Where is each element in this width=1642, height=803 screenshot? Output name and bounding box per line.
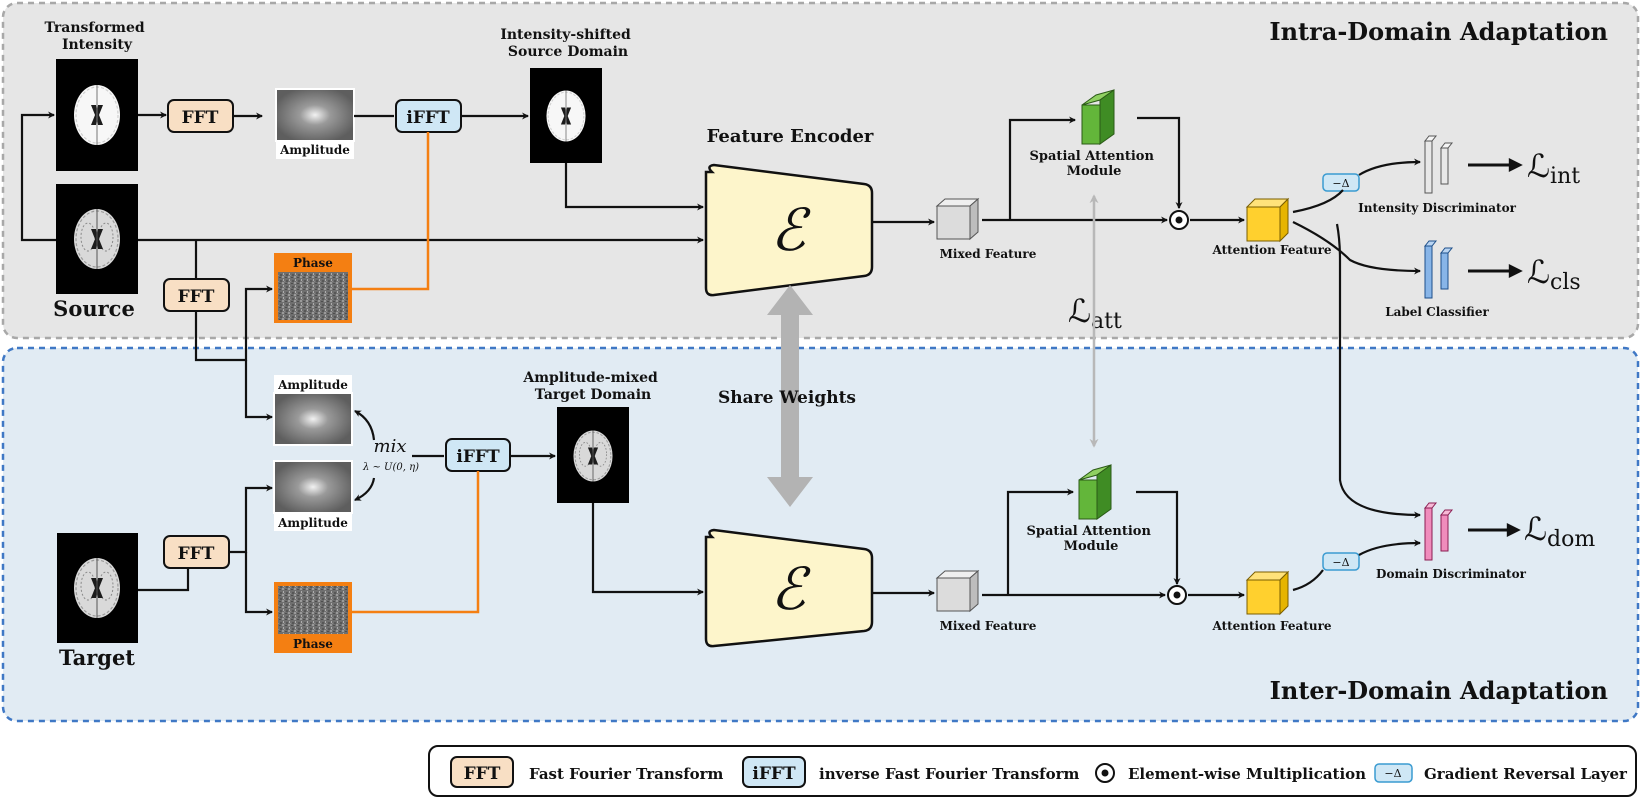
attention-feature-cube-intra (1245, 197, 1290, 243)
intra-domain-title: Intra-Domain Adaptation (1269, 17, 1608, 46)
phase-map-target: Phase (274, 582, 352, 653)
elementwise-multiply-inter (1167, 585, 1187, 605)
inter-domain-panel (1, 346, 1640, 723)
attention-feature-label-inter: Attention Feature (1211, 619, 1331, 633)
target-image (57, 533, 138, 643)
svg-text:iFFT: iFFT (406, 108, 450, 128)
share-weights-label: Share Weights (718, 388, 856, 408)
feature-encoder-label: Feature Encoder (707, 126, 874, 147)
svg-text:Fast Fourier Transform: Fast Fourier Transform (529, 765, 724, 783)
ifft-box-inter: iFFT (445, 438, 511, 472)
spatial-attention-label-intra: Spatial Attention Module (1030, 149, 1159, 179)
spatial-attention-module-intra (1081, 89, 1115, 145)
source-image (56, 184, 138, 294)
svg-text:−Δ: −Δ (1384, 767, 1401, 780)
legend-fft: FFT Fast Fourier Transform (450, 756, 724, 788)
svg-text:Phase: Phase (293, 637, 333, 651)
svg-text:inverse Fast Fourier Transform: inverse Fast Fourier Transform (819, 765, 1080, 783)
target-label: Target (59, 645, 135, 670)
svg-text:Phase: Phase (293, 256, 333, 270)
svg-text:ℰ: ℰ (770, 196, 811, 264)
svg-text:Element-wise Multiplication: Element-wise Multiplication (1128, 765, 1366, 783)
fft-box-target: FFT (163, 535, 230, 569)
phase-connectors (352, 132, 480, 614)
phase-map-source: Phase (274, 253, 352, 323)
spatial-attention-label-inter: Spatial Attention Module (1027, 524, 1156, 554)
legend-ifft: iFFT inverse Fast Fourier Transform (742, 756, 1080, 788)
gradient-reversal-layer-inter: −Δ (1322, 552, 1360, 571)
svg-text:Amplitude: Amplitude (279, 143, 350, 157)
loss-int: ℒint (1527, 147, 1580, 189)
amplitude-map-source: Amplitude (273, 375, 353, 446)
domain-discriminator-label: Domain Discriminator (1376, 567, 1527, 581)
mix-operation: mix (374, 436, 407, 457)
elementwise-multiply-intra (1169, 210, 1189, 230)
share-weights-arrow (767, 285, 813, 507)
svg-text:iFFT: iFFT (456, 447, 500, 467)
svg-text:−Δ: −Δ (1332, 556, 1349, 569)
legend-grl: −Δ Gradient Reversal Layer (1374, 763, 1628, 783)
svg-text:FFT: FFT (178, 287, 215, 307)
transformed-intensity-label: Transformed Intensity (44, 20, 149, 53)
mixed-feature-label-intra: Mixed Feature (940, 247, 1037, 261)
svg-text:FFT: FFT (464, 764, 501, 784)
feature-encoder-inter: ℰ (704, 528, 874, 648)
feature-encoder-intra: ℰ (704, 163, 874, 297)
mixed-feature-cube-intra (935, 197, 980, 241)
legend-multiply: Element-wise Multiplication (1095, 763, 1366, 783)
mix-lambda-distribution: λ ~ U(0, η) (362, 462, 419, 473)
intra-domain-panel (1, 1, 1640, 340)
loss-dom: ℒdom (1524, 510, 1595, 552)
inter-domain-title: Inter-Domain Adaptation (1270, 676, 1608, 705)
label-classifier-block (1423, 240, 1454, 299)
svg-text:Amplitude: Amplitude (277, 516, 348, 530)
loss-cls: ℒcls (1527, 253, 1581, 295)
gradient-reversal-layer-intra: −Δ (1322, 173, 1360, 192)
amplitude-map-target: Amplitude (273, 460, 353, 531)
ifft-box-intra: iFFT (395, 99, 462, 133)
intensity-discriminator-block (1423, 135, 1454, 194)
fft-box-source-transformed: FFT (167, 99, 234, 133)
mixed-feature-label-inter: Mixed Feature (940, 619, 1037, 633)
source-label: Source (53, 296, 135, 321)
svg-text:FFT: FFT (178, 544, 215, 564)
svg-text:ℰ: ℰ (770, 555, 811, 623)
amplitude-mixed-label: Amplitude-mixed Target Domain (522, 370, 662, 403)
svg-text:Gradient Reversal Layer: Gradient Reversal Layer (1424, 765, 1628, 783)
intensity-shifted-image (530, 68, 602, 163)
intensity-shifted-label: Intensity-shifted Source Domain (500, 27, 635, 60)
fft-box-source: FFT (163, 278, 230, 312)
attention-feature-label-intra: Attention Feature (1211, 243, 1331, 257)
amplitude-mixed-target-image (557, 407, 629, 503)
mixed-feature-cube-inter (935, 569, 980, 613)
amplitude-map-intra: Amplitude (275, 88, 355, 159)
svg-text:iFFT: iFFT (752, 764, 796, 784)
svg-text:FFT: FFT (182, 108, 219, 128)
label-classifier-label: Label Classifier (1385, 305, 1489, 319)
spatial-attention-module-inter (1078, 464, 1112, 520)
svg-text:−Δ: −Δ (1332, 177, 1349, 190)
domain-discriminator-block (1423, 502, 1454, 561)
intensity-discriminator-label: Intensity Discriminator (1358, 201, 1516, 215)
legend: FFT Fast Fourier Transform iFFT inverse … (428, 745, 1637, 797)
attention-feature-cube-inter (1245, 570, 1290, 616)
svg-text:Amplitude: Amplitude (277, 378, 348, 392)
connector-lines (20, 111, 1523, 616)
transformed-intensity-image (56, 59, 138, 171)
